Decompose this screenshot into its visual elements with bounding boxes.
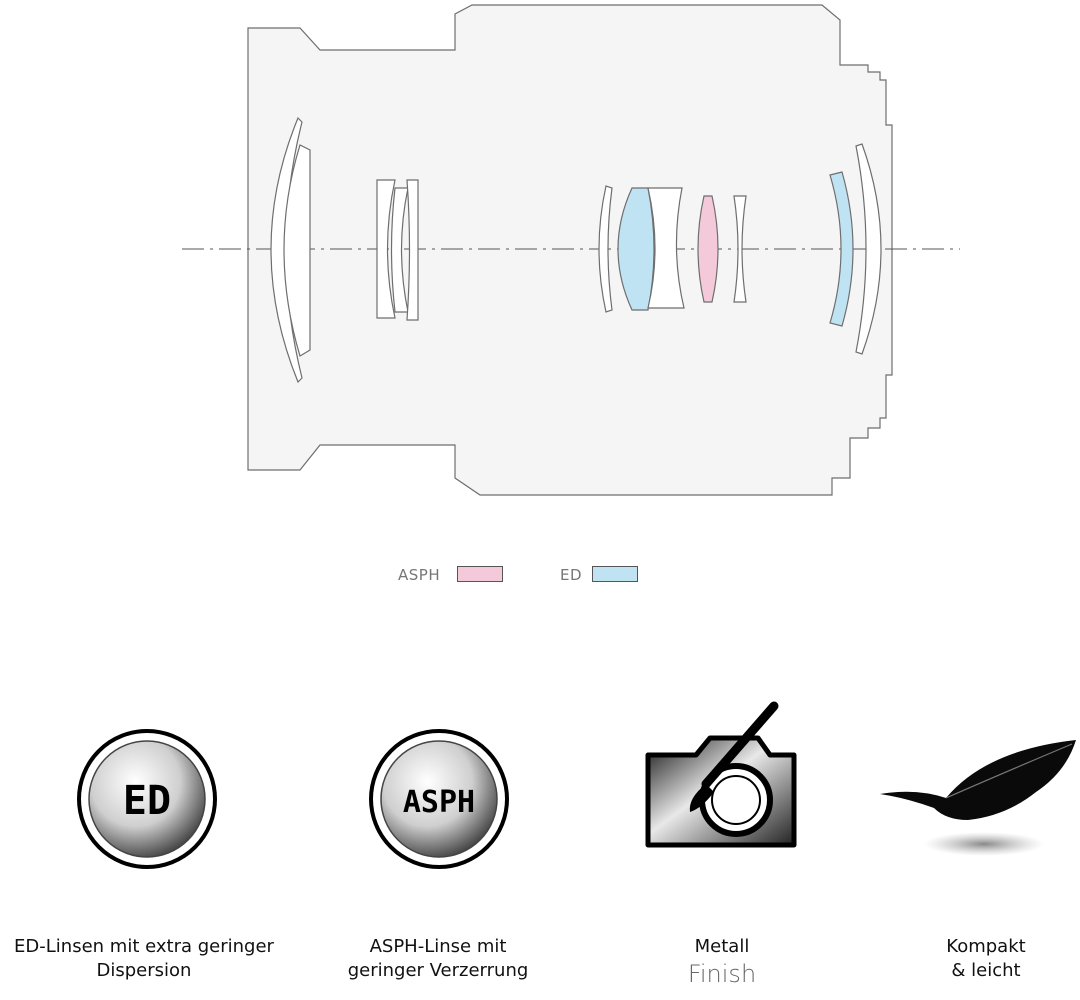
asph-badge-text: ASPH [403,785,475,820]
legend-ed-swatch [592,566,638,582]
lens-element-mid-1 [598,185,613,313]
legend-ed-label: ED [560,566,583,584]
caption-asph-line2: geringer Verzerrung [347,960,529,981]
lens-element-rear-1 [855,143,882,355]
lens-cross-section-diagram [182,4,960,496]
caption-compact-line2: & leicht [951,960,1021,981]
legend-asph-swatch [457,566,503,582]
caption-asph-line1: ASPH-Linse mit [369,936,507,957]
feather-icon [880,740,1076,856]
lens-element-ed-2 [829,171,854,327]
caption-ed-line2: Dispersion [96,960,192,981]
camera-brush-icon [645,701,797,848]
lens-barrel-outline [247,4,893,496]
feature-caption-compact: Kompakt & leicht [836,935,1080,983]
lens-element-group2-3 [406,179,419,321]
caption-ed-line1: ED-Linsen mit extra geringer [14,936,274,957]
caption-metal-line2: Finish [687,960,757,988]
caption-compact-line1: Kompakt [946,936,1026,957]
lens-element-ed-1 [617,187,655,311]
lens-element-asph-1 [697,195,719,303]
caption-metal-line1: Metall [694,936,750,957]
feature-caption-metal: Metall Finish [572,935,872,989]
feature-caption-asph: ASPH-Linse mit geringer Verzerrung [288,935,588,983]
lens-element-mid-2 [647,187,685,309]
legend-asph-label: ASPH [398,566,441,584]
feature-caption-ed: ED-Linsen mit extra geringer Dispersion [0,935,294,983]
lens-element-front-2 [283,144,311,357]
lens-element-mid-3 [733,195,747,303]
lens-element-group2-1 [376,179,396,319]
ed-badge-icon: ED [77,729,217,869]
asph-badge-icon: ASPH [369,729,509,869]
ed-badge-text: ED [123,778,171,824]
